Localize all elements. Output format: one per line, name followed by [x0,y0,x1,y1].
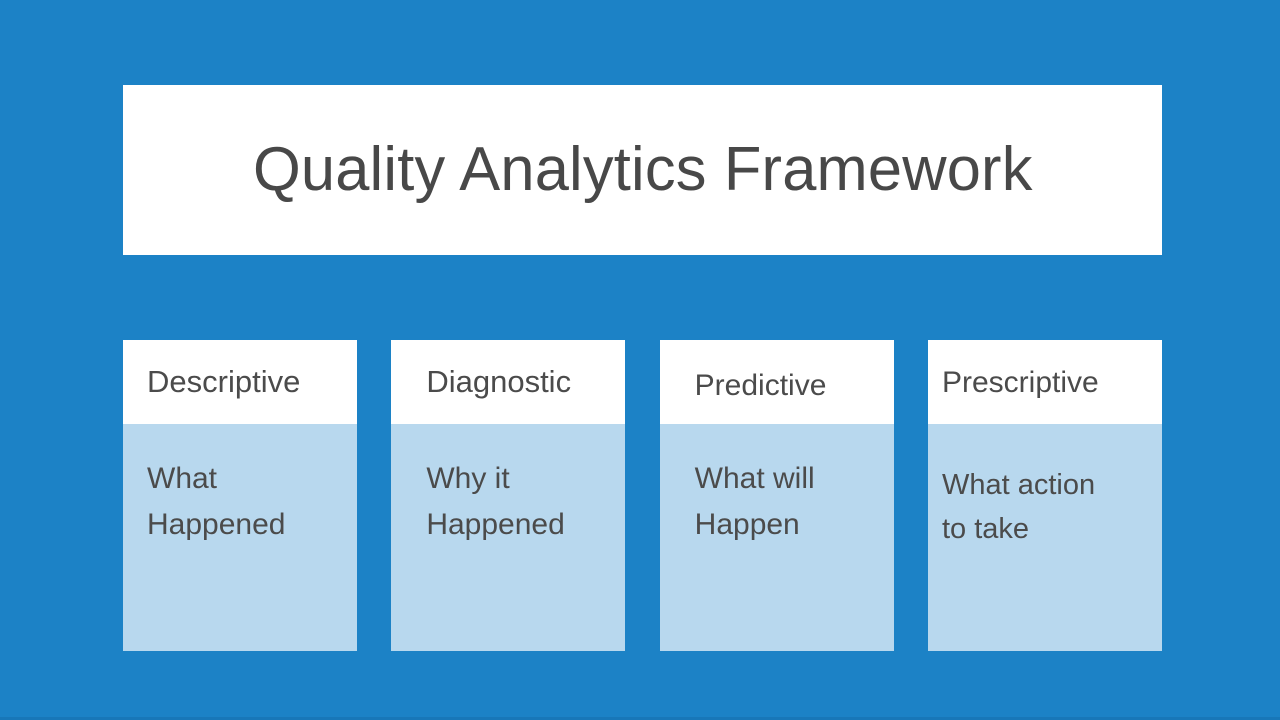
card-header-prescriptive: Prescriptive [927,340,1162,424]
card-header-diagnostic: Diagnostic [391,340,626,424]
card-body-predictive: What will Happen [659,424,894,651]
card-header-predictive: Predictive [659,340,894,424]
card-body-descriptive: What Happened [123,424,357,651]
card-body-prescriptive: What action to take [927,424,1162,651]
card-title-diagnostic: Diagnostic [426,363,572,399]
card-description-predictive: What will Happen [694,462,815,541]
slide-bottom-edge [0,717,1280,720]
page-title: Quality Analytics Framework [252,135,1033,205]
card-description-descriptive: What Happened [147,462,286,541]
analytics-card-diagnostic[interactable]: Diagnostic Why it Happened [391,340,626,651]
card-header-descriptive: Descriptive [123,340,357,424]
card-title-descriptive: Descriptive [147,363,301,399]
card-description-diagnostic: Why it Happened [426,462,565,541]
title-panel: Quality Analytics Framework [123,85,1162,255]
card-body-diagnostic: Why it Happened [391,424,626,651]
card-title-prescriptive: Prescriptive [941,365,1099,399]
card-description-prescriptive: What action to take [941,469,1096,546]
card-title-predictive: Predictive [694,368,827,402]
analytics-card-prescriptive[interactable]: Prescriptive What action to take [927,340,1162,651]
analytics-card-descriptive[interactable]: Descriptive What Happened [123,340,357,651]
analytics-card-row: Descriptive What Happened Diagnostic Why… [123,340,1162,651]
analytics-card-predictive[interactable]: Predictive What will Happen [659,340,894,651]
